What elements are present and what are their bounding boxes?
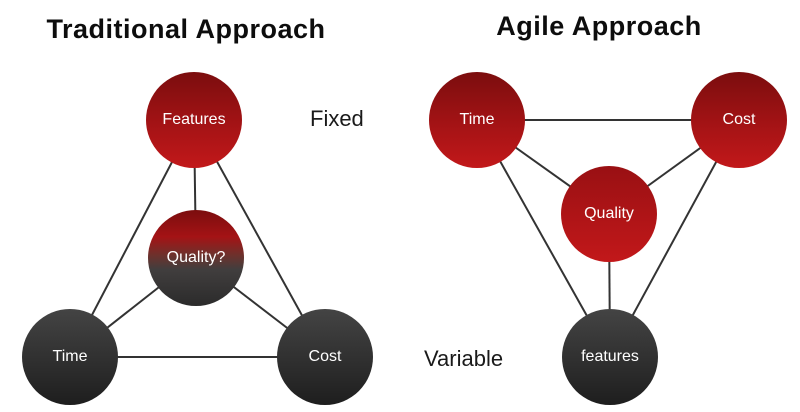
variable-label: Variable — [424, 346, 504, 371]
node-agile-quality-label: Quality — [584, 205, 634, 222]
node-traditional-quality: Quality? — [148, 210, 244, 306]
traditional-title: Traditional Approach — [46, 14, 326, 44]
node-agile-cost: Cost — [691, 72, 787, 168]
node-traditional-time-label: Time — [52, 348, 88, 365]
node-traditional-features: Features — [146, 72, 242, 168]
node-agile-cost-label: Cost — [722, 111, 756, 128]
node-traditional-features-label: Features — [162, 111, 226, 128]
node-agile-quality: Quality — [561, 166, 657, 262]
node-traditional-cost-label: Cost — [308, 348, 342, 365]
fixed-label: Fixed — [310, 106, 364, 131]
node-traditional-quality-label: Quality? — [166, 249, 226, 266]
node-agile-time-label: Time — [459, 111, 495, 128]
node-agile-features-label: features — [581, 348, 639, 365]
node-agile-time: Time — [429, 72, 525, 168]
node-traditional-time: Time — [22, 309, 118, 405]
node-traditional-cost: Cost — [277, 309, 373, 405]
agile-title: Agile Approach — [496, 11, 702, 41]
node-agile-features: features — [562, 309, 658, 405]
